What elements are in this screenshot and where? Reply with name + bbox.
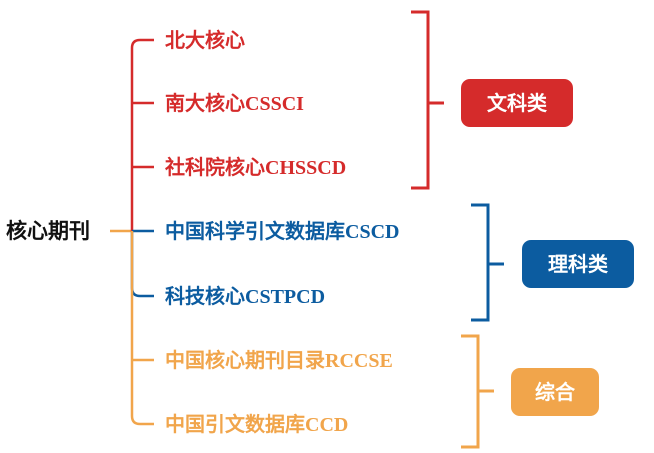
journal-name-cn: 北大核心: [165, 28, 245, 52]
bracket-blue: [471, 203, 490, 322]
journal-name-en: CSSCI: [245, 93, 304, 115]
journal-name-cn: 社科院核心: [165, 155, 265, 179]
category-badge-liberal-arts: 文科类: [461, 79, 573, 127]
bracket-red: [411, 10, 430, 190]
category-badge-science: 理科类: [522, 240, 634, 288]
category-badge-comprehensive: 综合: [511, 368, 599, 416]
branch-orange-2: [130, 360, 154, 426]
bracket-orange: [461, 334, 480, 449]
root-node: 核心期刊: [6, 219, 90, 243]
journal-name-en: CSCD: [345, 221, 400, 243]
journal-cssci: 南大核心CSSCI: [165, 88, 304, 119]
journal-peking-core: 北大核心: [165, 25, 245, 56]
journal-rccse: 中国核心期刊目录RCCSE: [165, 345, 393, 376]
journal-name-cn: 中国引文数据库: [165, 412, 305, 436]
journal-name-cn: 南大核心: [165, 91, 245, 115]
journal-name-en: RCCSE: [325, 350, 393, 372]
journal-name-cn: 中国科学引文数据库: [165, 219, 345, 243]
journal-cscd: 中国科学引文数据库CSCD: [165, 216, 399, 247]
journal-name-en: CHSSCD: [265, 157, 347, 179]
branch-red-1: [130, 38, 154, 231]
journal-name-en: CSTPCD: [245, 286, 326, 308]
journal-cstpcd: 科技核心CSTPCD: [165, 281, 325, 312]
journal-ccd: 中国引文数据库CCD: [165, 409, 348, 440]
journal-name-cn: 中国核心期刊目录: [165, 348, 325, 372]
journal-chsscd: 社科院核心CHSSCD: [165, 152, 346, 183]
branch-blue-2: [130, 231, 154, 298]
journal-name-en: CCD: [305, 414, 349, 436]
journal-name-cn: 科技核心: [165, 284, 245, 308]
